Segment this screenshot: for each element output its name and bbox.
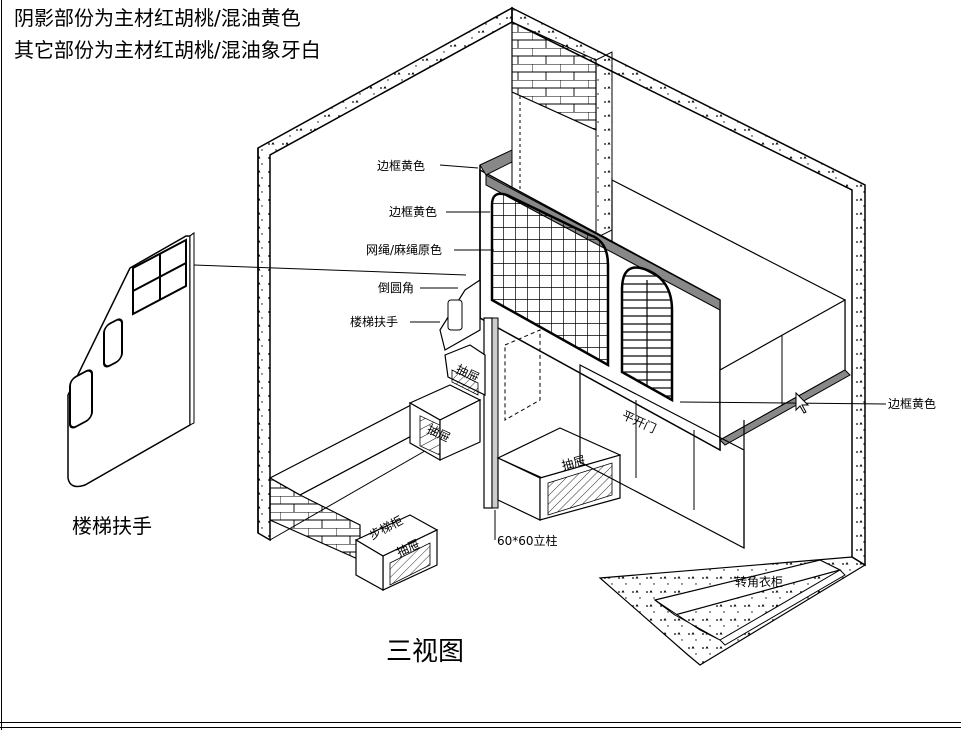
frame-bottom-border-2 (0, 727, 961, 728)
material-note-shaded: 阴影部份为主材红胡桃/混油黄色 (14, 6, 301, 30)
frame-bottom-border (0, 722, 961, 723)
floor-edge (598, 556, 867, 666)
leader-lines (193, 164, 887, 540)
center-drawer-box (496, 427, 622, 521)
callout-frame-yellow-right: 边框黄色 (888, 397, 936, 411)
wardrobe-doors (504, 329, 846, 646)
callout-frame-yellow-mid: 边框黄色 (389, 205, 437, 219)
loft-bed-upper (479, 149, 851, 452)
handrail-detail (67, 232, 195, 488)
material-note-other: 其它部份为主材红胡桃/混油象牙白 (14, 38, 321, 62)
callout-rounded-corner: 倒圆角 (378, 281, 414, 295)
callout-stair-handrail: 楼梯扶手 (350, 314, 398, 329)
callout-frame-yellow-top: 边框黄色 (377, 159, 425, 173)
view-caption: 三视图 (386, 637, 464, 667)
drawer-label-c: 抽屉 (560, 453, 587, 473)
callout-post: 60*60立柱 (497, 533, 558, 548)
mouse-cursor-icon (795, 391, 810, 414)
callout-net-rope: 网绳/麻绳原色 (366, 242, 442, 257)
frame-left-border (1, 0, 2, 730)
detail-caption: 楼梯扶手 (72, 514, 152, 538)
step-drawer-box (354, 514, 439, 592)
callout-corner-wardrobe: 转角衣柜 (735, 574, 783, 589)
left-wall-thickness (257, 6, 513, 542)
stair-cabinet (408, 278, 486, 462)
